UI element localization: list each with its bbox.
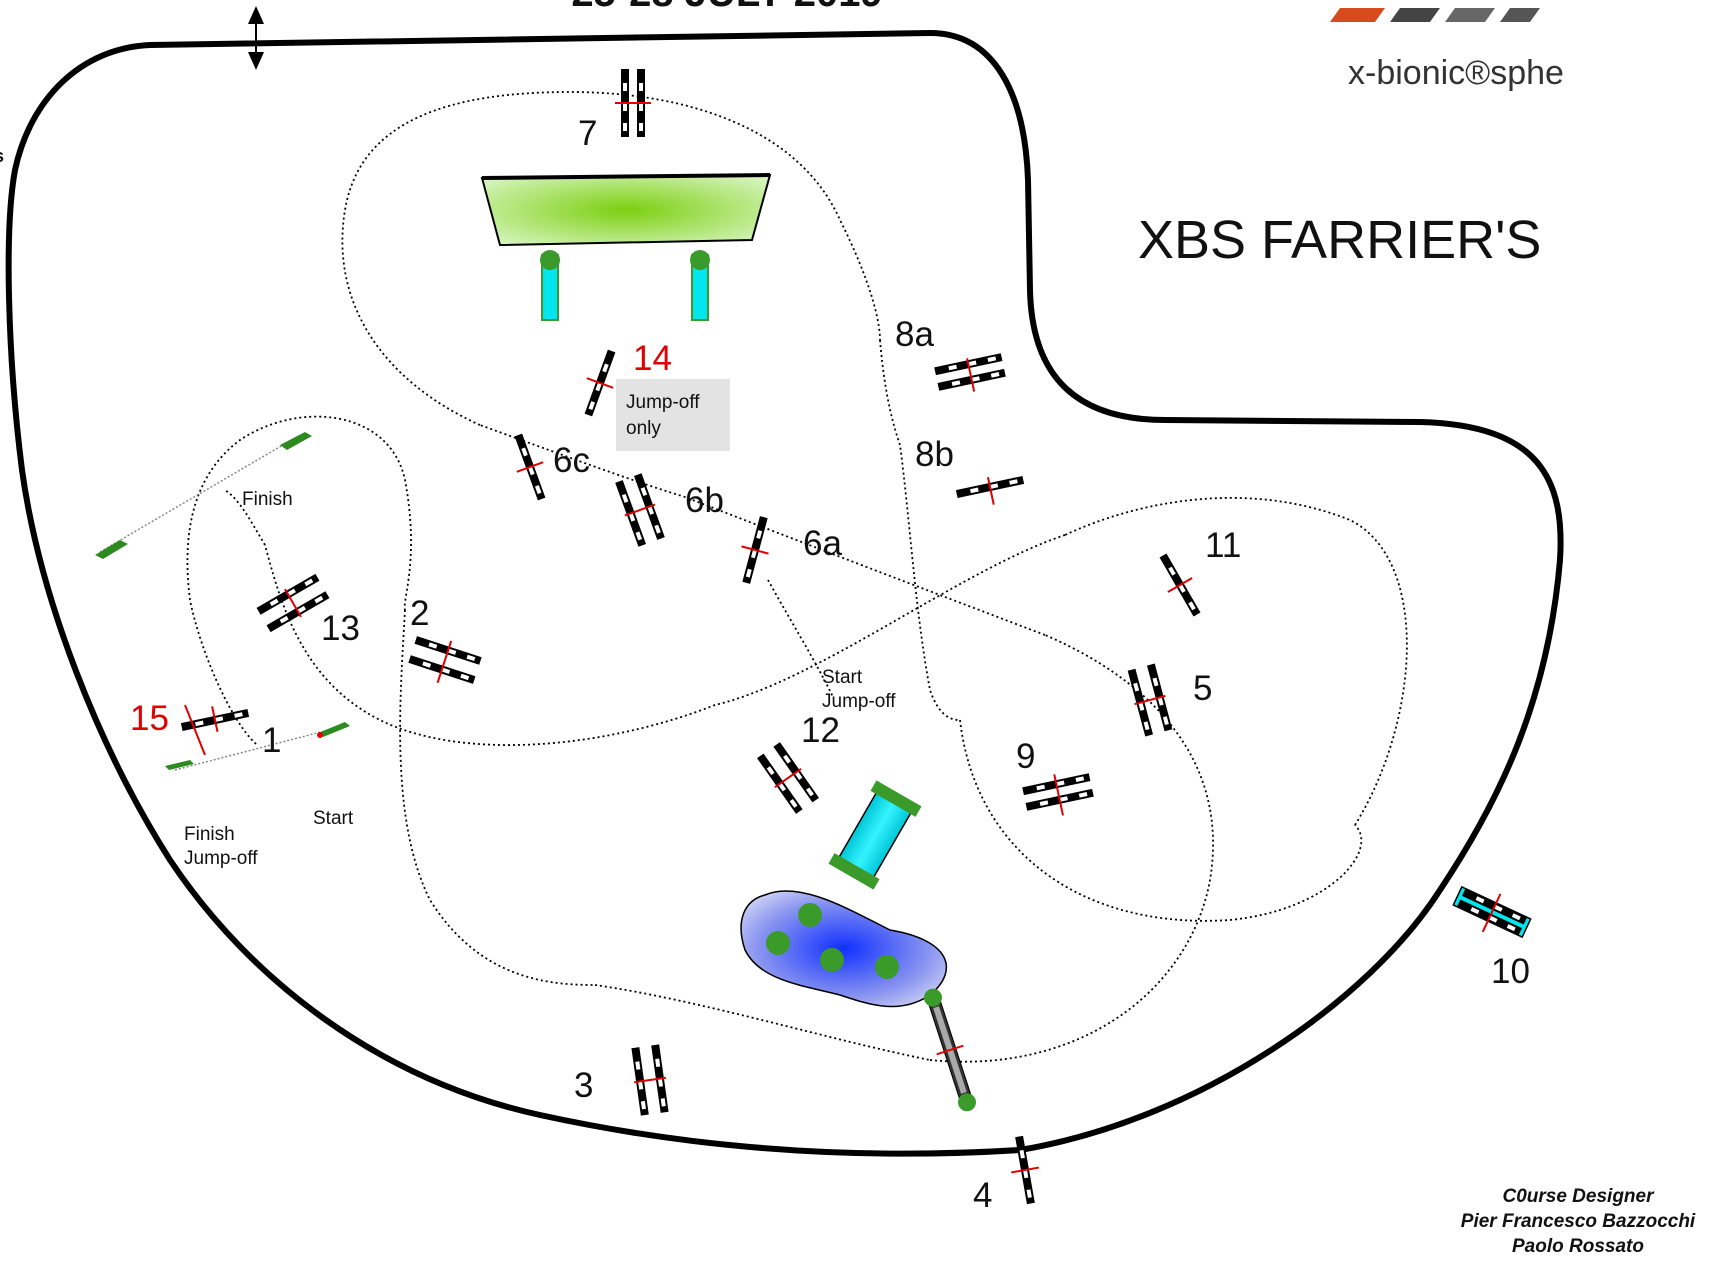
- fence-14: [584, 349, 616, 417]
- start-jumpoff-label-2: Jump-off: [822, 691, 896, 712]
- start-label: Start: [313, 808, 354, 829]
- fence-9: [1022, 773, 1094, 816]
- fence-number-6a: 6a: [803, 524, 842, 563]
- fence-6a: [741, 516, 769, 584]
- fence-number-1: 1: [262, 721, 281, 760]
- fence-13: [256, 573, 330, 633]
- water-pond: [740, 890, 948, 1008]
- grass-bank: [480, 173, 772, 321]
- sponsor-logo: x-bionic®sphe: [1330, 8, 1564, 92]
- fence-number-14: 14: [633, 339, 672, 378]
- course-route: [186, 91, 1408, 1063]
- fence-number-4: 4: [973, 1176, 992, 1215]
- fence-15: [184, 704, 206, 756]
- fence-11: [1159, 553, 1201, 617]
- fence-10: [1452, 885, 1532, 939]
- fence-number-7: 7: [578, 114, 597, 153]
- fence-number-8b: 8b: [915, 435, 954, 474]
- fence-number-15: 15: [130, 699, 169, 738]
- edge-text: s: [0, 146, 4, 166]
- svg-text:Paolo Rossato: Paolo Rossato: [1512, 1236, 1644, 1257]
- liverpool-jump: [828, 780, 922, 890]
- svg-text:Pier Francesco Bazzocchi: Pier Francesco Bazzocchi: [1461, 1211, 1696, 1232]
- event-date: 25-28 JULY 2019: [571, 0, 882, 15]
- entrance-arrow-icon: [248, 6, 264, 70]
- fence-2: [408, 636, 482, 684]
- fence-1: [180, 706, 250, 732]
- svg-text:C0urse Designer: C0urse Designer: [1502, 1186, 1655, 1207]
- fence-3: [631, 1044, 669, 1116]
- timing-lines: [99, 434, 341, 771]
- fence-number-3: 3: [574, 1066, 593, 1105]
- fence-8a: [934, 353, 1006, 392]
- start-jumpoff-label: Start: [822, 667, 863, 688]
- fence-6c: [514, 433, 546, 501]
- fence-6b: [615, 473, 665, 547]
- fence-number-8a: 8a: [895, 315, 934, 354]
- fence-7: [615, 69, 651, 137]
- fence-number-2: 2: [410, 594, 429, 633]
- finish-label: Finish: [242, 489, 293, 510]
- arena-outline: [5, 29, 1564, 1157]
- fence-number-13: 13: [321, 609, 360, 648]
- fence-4: [1011, 1135, 1039, 1205]
- fence-number-5: 5: [1193, 669, 1212, 708]
- fence-5: [1127, 663, 1173, 737]
- fence-number-10: 10: [1491, 952, 1530, 991]
- jumpoff-only-box: Jump-off only: [616, 379, 730, 451]
- svg-text:only: only: [626, 418, 661, 439]
- finish-jumpoff-label: Finish: [184, 824, 235, 845]
- course-title: XBS FARRIER'S: [1138, 210, 1541, 270]
- start-flag: [165, 722, 350, 770]
- fence-12: [757, 742, 819, 814]
- svg-text:Jump-off: Jump-off: [626, 392, 700, 413]
- svg-text:x-bionic®sphe: x-bionic®sphe: [1348, 54, 1564, 92]
- fence-number-6c: 6c: [553, 441, 590, 480]
- fence-number-6b: 6b: [685, 481, 724, 520]
- wall-jump: [924, 988, 976, 1112]
- fence-8b: [955, 476, 1025, 505]
- finish-jumpoff-label-2: Jump-off: [184, 848, 258, 869]
- finish-flag-top: [95, 432, 312, 559]
- fence-number-9: 9: [1016, 737, 1035, 776]
- fence-number-11: 11: [1205, 526, 1241, 565]
- fence-number-12: 12: [801, 711, 840, 750]
- course-designer-credits: C0urse Designer Pier Francesco Bazzocchi…: [1461, 1186, 1696, 1257]
